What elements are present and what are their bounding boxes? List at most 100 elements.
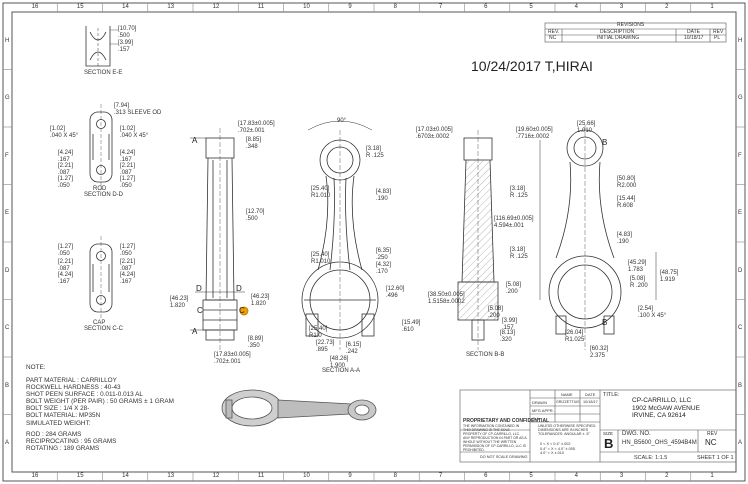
note-line: SHOT PEEN SURFACE : 0.011-0.013 AL <box>26 391 143 399</box>
proprietary-text: THE INFORMATION CONTAINED IN THIS DRAWIN… <box>463 424 527 452</box>
dwg-no-value: HN_B5600_OHS_4594B4M <box>622 440 697 446</box>
rev-header-rev2: REV <box>713 29 724 35</box>
date-stamp: 10/24/2017 T,HIRAI <box>471 58 593 74</box>
dim-bb-7: [8.13].320 <box>500 330 516 343</box>
border-column-label: 6 <box>484 473 488 479</box>
rev-header-date: DATE <box>687 29 700 35</box>
dim-aa-9: [22.73].895 <box>316 340 335 353</box>
dim-cc-l2: [2.21].087 <box>58 259 74 272</box>
border-row-label: H <box>738 37 743 44</box>
border-row-label: A <box>738 440 743 447</box>
border-column-label: 7 <box>438 4 443 10</box>
border-column-label: 8 <box>393 473 397 479</box>
tolerance-line: 0 < X < 0.4" ±.002 <box>540 442 571 446</box>
dwg-no-label: DWG. NO. <box>622 431 651 437</box>
section-e-e-view <box>85 26 118 67</box>
border-row-label: E <box>738 210 743 217</box>
rev-row-desc: INITIAL DRAWING <box>597 35 640 41</box>
border-column-label: 2 <box>665 4 669 10</box>
weight-line: ROTATING : 189 GRAMS <box>26 445 100 453</box>
qa-label: Q.A. <box>532 416 541 421</box>
rod-label: ROD <box>93 186 107 192</box>
section-c-c-view <box>89 236 113 320</box>
section-d-d-view <box>89 104 113 190</box>
zone-marks <box>3 3 745 481</box>
dim-aa-10: [6.15].242 <box>346 342 362 355</box>
border-column-label: 11 <box>257 4 265 10</box>
section-marker-b-top: B <box>602 138 608 147</box>
border-row-label: C <box>738 325 743 332</box>
dim-fv-top: [17.83±0.005].702±.001 <box>238 121 275 134</box>
border-column-label: 9 <box>348 473 352 479</box>
tolerance-line: 0.4" < X < 4.0" ±.005 <box>540 446 575 451</box>
border-column-label: 2 <box>665 473 669 479</box>
border-column-label: 16 <box>31 4 39 10</box>
border-column-label: 15 <box>76 473 84 479</box>
border-column-label: 10 <box>303 473 310 479</box>
dim-aa-6: [12.60].496 <box>386 286 405 299</box>
weight-line: RECIPROCATING : 95 GRAMS <box>26 438 117 446</box>
dim-fv-left: [46.23]1.820 <box>170 296 189 309</box>
notes-list: PART MATERIAL : CARRILLOY ROCKWELL HARDN… <box>26 377 174 420</box>
note-line: ROCKWELL HARDNESS : 40-43 <box>26 384 121 392</box>
rev-header-desc: DESCRIPTION <box>600 29 635 35</box>
border-column-label: 13 <box>167 473 175 479</box>
border-row-label: F <box>5 152 9 159</box>
dim-ee-1: [10.70].500 <box>118 26 137 39</box>
rod-isometric-render <box>221 389 377 427</box>
dim-fv-right: [46.23]1.820 <box>251 294 270 307</box>
dim-bb-5: [5.08].200 <box>488 306 504 319</box>
section-marker-b-bottom: B <box>602 318 608 327</box>
border-column-label: 15 <box>76 4 84 10</box>
border-column-label: 1 <box>710 4 714 10</box>
title-label: TITLE: <box>603 392 620 398</box>
dim-dd-r2: [4.24].167 <box>120 150 136 163</box>
dim-cc-l1: [1.27].050 <box>58 244 74 257</box>
mfg-appr-label: MFG APPR. <box>532 408 554 413</box>
weight-line: ROD : 284 GRAMS <box>26 431 82 438</box>
dim-bb-4: [5.08].200 <box>506 282 522 295</box>
rev-header-rev: REV. <box>548 29 560 35</box>
dim-ee-2: [3.99].157 <box>118 40 134 53</box>
dim-dd-r1: [1.02].040 X 45° <box>120 126 149 139</box>
border-row-label: D <box>738 267 743 274</box>
date-header: DATE <box>585 392 596 397</box>
dim-sv-10: [2.54].100 X 45° <box>638 306 667 319</box>
section-marker-c-right: C <box>239 306 245 315</box>
section-c-c-label: SECTION C-C <box>84 326 123 332</box>
rev-label: REV <box>707 431 718 437</box>
dim-bb-6: [3.99].157 <box>502 318 518 331</box>
border-column-label: 1 <box>710 473 714 479</box>
cap-label: CAP <box>93 320 106 326</box>
dim-cc-r2: [2.21].087 <box>120 259 136 272</box>
border-row-label: B <box>738 382 743 389</box>
dim-dd-l2: [4.24].167 <box>58 150 74 163</box>
drawn-name: GRIZZETTIUS <box>556 400 580 404</box>
dim-bb-top: [17.03±0.005].6703±.0002 <box>416 127 453 140</box>
dim-aa-3: [25.40]R1.010 <box>311 252 331 265</box>
border-column-label: 3 <box>619 4 624 10</box>
border-row-label: F <box>738 152 742 159</box>
dim-sv-8: [48.75]1.919 <box>660 270 679 283</box>
size-value: B <box>604 436 614 451</box>
border-column-label: 10 <box>303 4 310 10</box>
dim-bb-2: [3.18]R .125 <box>510 247 528 260</box>
dim-sv-4: [15.44]R.608 <box>617 196 636 209</box>
dim-cc-r1: [1.27].050 <box>120 244 136 257</box>
section-e-e-label: SECTION E-E <box>84 70 123 76</box>
revision-table <box>544 22 727 43</box>
dim-aa-8: [25.40]R1.0 <box>309 326 328 339</box>
dim-bb-3: [38.50±0.005]1.5158±.0002 <box>428 292 465 305</box>
company-address-line2: IRVINE, CA 92614 <box>632 412 686 419</box>
proprietary-title: PROPRIETARY AND CONFIDENTIAL <box>463 418 550 424</box>
simulated-weight-list: ROD : 284 GRAMS RECIPROCATING : 95 GRAMS… <box>26 431 116 452</box>
section-b-b-label: SECTION B-B <box>466 352 505 358</box>
dim-dd-l1: [1.02].040 X 45° <box>50 126 79 139</box>
dim-sv-9: [5.08]R .200 <box>630 276 648 289</box>
dim-sv-1: [25.66]1.010 <box>577 121 596 134</box>
dim-fv-t2: [8.85].348 <box>246 137 262 150</box>
revisions-title: REVISIONS <box>617 22 645 28</box>
sheet-value: SHEET 1 OF 1 <box>697 455 734 461</box>
rod-right-view <box>539 125 657 350</box>
section-marker-a-bottom: A <box>192 327 198 336</box>
